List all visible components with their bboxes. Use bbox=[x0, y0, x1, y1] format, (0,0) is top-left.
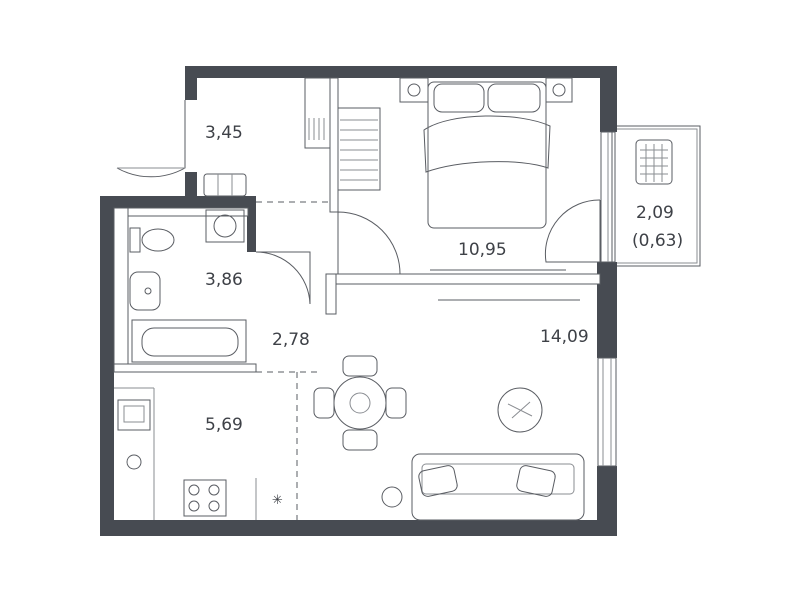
balcony bbox=[611, 125, 701, 267]
zone-boundaries bbox=[256, 201, 330, 520]
area-bathroom: 3,86 bbox=[205, 270, 243, 290]
cooktop-icon bbox=[183, 479, 227, 517]
windows bbox=[597, 131, 617, 467]
hall-furniture bbox=[203, 77, 331, 197]
kitchen-sink bbox=[117, 399, 151, 431]
kitchen-furniture: ✳ bbox=[114, 387, 283, 520]
washing-machine bbox=[205, 209, 245, 243]
wardrobe bbox=[304, 77, 331, 149]
area-hall: 3,45 bbox=[205, 123, 243, 143]
bathroom-fixtures bbox=[129, 209, 247, 363]
laundry-basket-icon bbox=[635, 139, 673, 185]
area-bedroom: 10,95 bbox=[458, 240, 507, 260]
wardrobe bbox=[337, 107, 381, 191]
area-kitchen: 5,69 bbox=[205, 415, 243, 435]
living-furniture bbox=[313, 299, 585, 521]
vent-icon: ✳ bbox=[272, 493, 283, 508]
sofa-icon bbox=[411, 453, 585, 521]
area-corridor: 2,78 bbox=[272, 330, 310, 350]
sink-icon bbox=[129, 271, 161, 311]
shoe-rack bbox=[203, 173, 247, 197]
bedroom-furniture bbox=[337, 77, 573, 271]
bed-icon bbox=[423, 81, 551, 229]
doors bbox=[116, 100, 601, 305]
area-living: 14,09 bbox=[540, 327, 589, 347]
plant-icon bbox=[497, 387, 543, 433]
room-labels: 3,45 3,86 2,78 5,69 10,95 14,09 2,09 (0,… bbox=[205, 123, 683, 435]
dining-table-icon bbox=[313, 355, 407, 451]
area-balcony-reduced: (0,63) bbox=[632, 231, 683, 251]
exterior-walls bbox=[100, 66, 617, 536]
nightstand bbox=[399, 77, 429, 103]
toilet-icon bbox=[129, 227, 175, 253]
interior-walls bbox=[113, 77, 601, 373]
nightstand bbox=[545, 77, 573, 103]
floor-lamp-icon bbox=[381, 486, 403, 508]
area-balcony: 2,09 bbox=[636, 203, 674, 223]
kitchen-tap bbox=[126, 454, 142, 470]
bathtub-icon bbox=[131, 319, 247, 363]
